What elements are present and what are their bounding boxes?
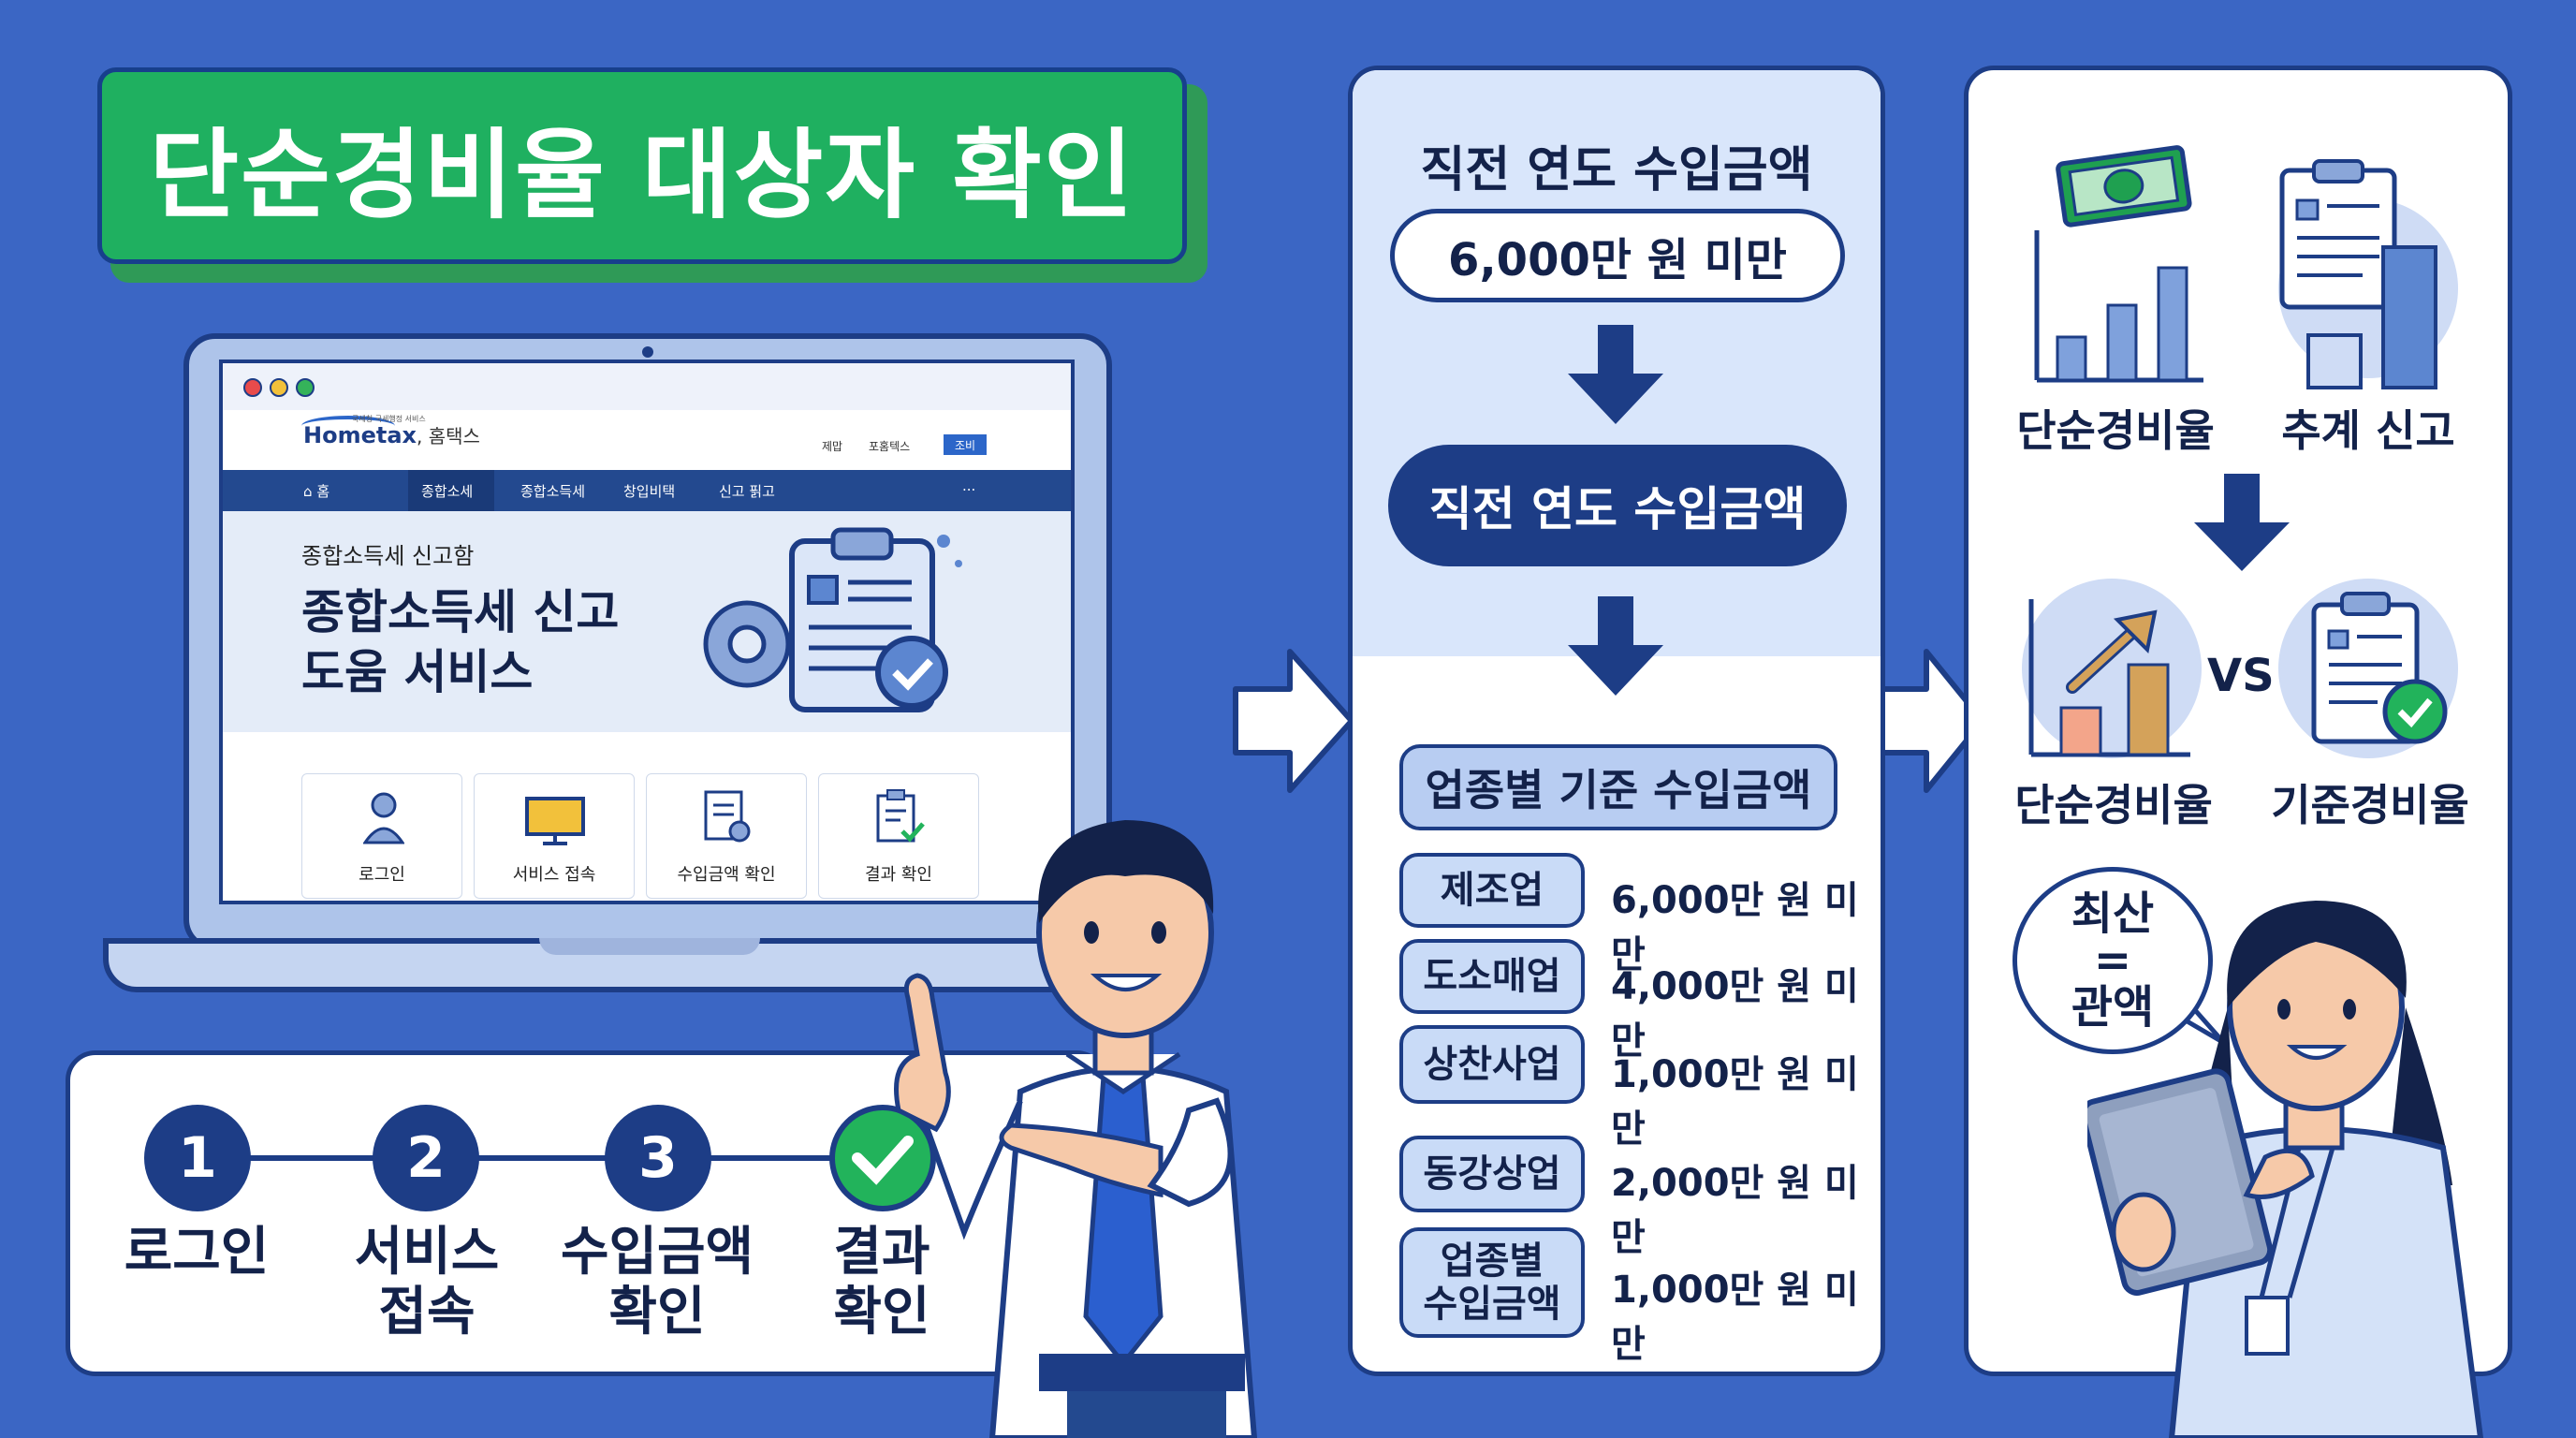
industry-criteria-box: 업종별 기준 수입금액 bbox=[1399, 744, 1837, 830]
industry-tag-2: 도소매업 bbox=[1399, 939, 1585, 1014]
header-button[interactable]: 조비 bbox=[944, 434, 987, 455]
step-1-circle: 1 bbox=[144, 1105, 251, 1211]
clipboard-chart-icon bbox=[2278, 159, 2458, 389]
clipboard-check-icon bbox=[876, 789, 925, 843]
top-right-label: 추계 신고 bbox=[2281, 405, 2455, 456]
hero-title: 종합소득세 신고 도움 서비스 bbox=[301, 585, 620, 699]
monitor-icon bbox=[525, 797, 585, 845]
steps-connector bbox=[198, 1155, 891, 1161]
industry-tag-1: 제조업 bbox=[1399, 853, 1585, 928]
logo-subtext: 국세청 국세행정 서비스 bbox=[352, 415, 426, 423]
clipboard-gear-illustration bbox=[703, 527, 962, 712]
industry-value-1: 6,000만 원 미만 bbox=[1611, 879, 1859, 976]
vs-label: VS bbox=[2207, 650, 2275, 702]
card-label-result: 결과 확인 bbox=[865, 865, 932, 885]
card-label-login: 로그인 bbox=[359, 865, 405, 885]
site-nav bbox=[223, 470, 1071, 511]
bottom-left-label: 단순경비율 bbox=[2014, 780, 2213, 830]
header-link-1[interactable]: 제맙 bbox=[822, 440, 843, 453]
card-label-income: 수입금액 확인 bbox=[677, 865, 776, 885]
nav-item-2[interactable]: 종합소득세 bbox=[520, 483, 586, 500]
industry-tag-5: 업종별 수입금액 bbox=[1399, 1227, 1585, 1338]
industry-tag-3: 상찬사업 bbox=[1399, 1025, 1585, 1104]
nav-item-home[interactable]: ⌂ 홈 bbox=[303, 483, 330, 500]
header-link-2[interactable]: 포홈텍스 bbox=[869, 440, 911, 453]
industry-value-3: 1,000만 원 미만 bbox=[1611, 1053, 1859, 1151]
money-bar-chart-icon bbox=[2034, 145, 2203, 383]
card-label-service: 서비스 접속 bbox=[512, 865, 596, 885]
maximize-dot-icon[interactable] bbox=[296, 378, 315, 397]
bottom-right-label: 기준경비율 bbox=[2271, 780, 2469, 830]
prior-year-heading: 직전 연도 수입금액 bbox=[1420, 142, 1813, 198]
woman-character bbox=[2087, 901, 2484, 1438]
criteria-panel: 직전 연도 수입금액 6,000만 원 미만 직전 연도 수입금액 업종별 기준… bbox=[1348, 66, 1885, 1376]
speech-bubble: 최산 = 관액 bbox=[2012, 867, 2213, 1054]
laptop-camera bbox=[642, 346, 653, 358]
minimize-dot-icon[interactable] bbox=[270, 378, 288, 397]
home-icon: ⌂ bbox=[303, 483, 313, 500]
arrow-down-icon-3 bbox=[2194, 474, 2290, 571]
step-1-label: 로그인 bbox=[124, 1222, 270, 1283]
arrow-down-icon-1 bbox=[1568, 325, 1663, 424]
clipboard-check-icon-large bbox=[2278, 579, 2458, 758]
logo-text: Hometax bbox=[303, 422, 417, 448]
threshold-pill: 6,000만 원 미만 bbox=[1390, 209, 1845, 302]
laptop-notch bbox=[539, 938, 760, 955]
arrow-right-icon-2 bbox=[1877, 649, 1985, 793]
arrow-down-icon-2 bbox=[1568, 596, 1663, 696]
browser-titlebar bbox=[223, 363, 1071, 410]
arrow-right-icon-1 bbox=[1233, 649, 1354, 793]
logo-suffix: 홈택스 bbox=[428, 425, 480, 448]
laptop-screen: 국세청 국세행정 서비스 Hometax, 홈택스 제맙 포홈텍스 조비 ⌂ 홈… bbox=[219, 360, 1075, 904]
man-character bbox=[894, 820, 1258, 1438]
document-search-icon bbox=[704, 790, 751, 843]
industry-value-5: 1,000만 원 미만 bbox=[1611, 1269, 1859, 1366]
industry-value-4: 2,000만 원 미만 bbox=[1611, 1162, 1859, 1259]
nav-item-1[interactable]: 종합소세 bbox=[421, 483, 474, 500]
prior-year-box: 직전 연도 수입금액 bbox=[1388, 445, 1847, 566]
top-left-label: 단순경비율 bbox=[2016, 405, 2215, 456]
industry-tag-4: 동강상업 bbox=[1399, 1136, 1585, 1212]
nav-more-icon[interactable]: ... bbox=[962, 477, 976, 494]
page-title: 단순경비율 대상자 확인 bbox=[97, 67, 1187, 264]
nav-item-3[interactable]: 창입비택 bbox=[623, 483, 676, 500]
step-4-check-icon bbox=[829, 1105, 936, 1211]
industry-value-2: 4,000만 원 미만 bbox=[1611, 965, 1859, 1063]
hero-subtitle: 종합소득세 신고함 bbox=[301, 543, 475, 569]
logo-roof-icon bbox=[301, 416, 395, 436]
user-icon bbox=[363, 792, 404, 844]
nav-active-indicator bbox=[408, 470, 494, 511]
step-2-circle: 2 bbox=[373, 1105, 479, 1211]
growth-chart-icon bbox=[2022, 579, 2202, 758]
close-dot-icon[interactable] bbox=[243, 378, 262, 397]
step-3-circle: 3 bbox=[605, 1105, 711, 1211]
nav-item-4[interactable]: 신고 핅고 bbox=[719, 483, 775, 500]
hometax-logo[interactable]: Hometax, 홈택스 bbox=[303, 422, 480, 448]
